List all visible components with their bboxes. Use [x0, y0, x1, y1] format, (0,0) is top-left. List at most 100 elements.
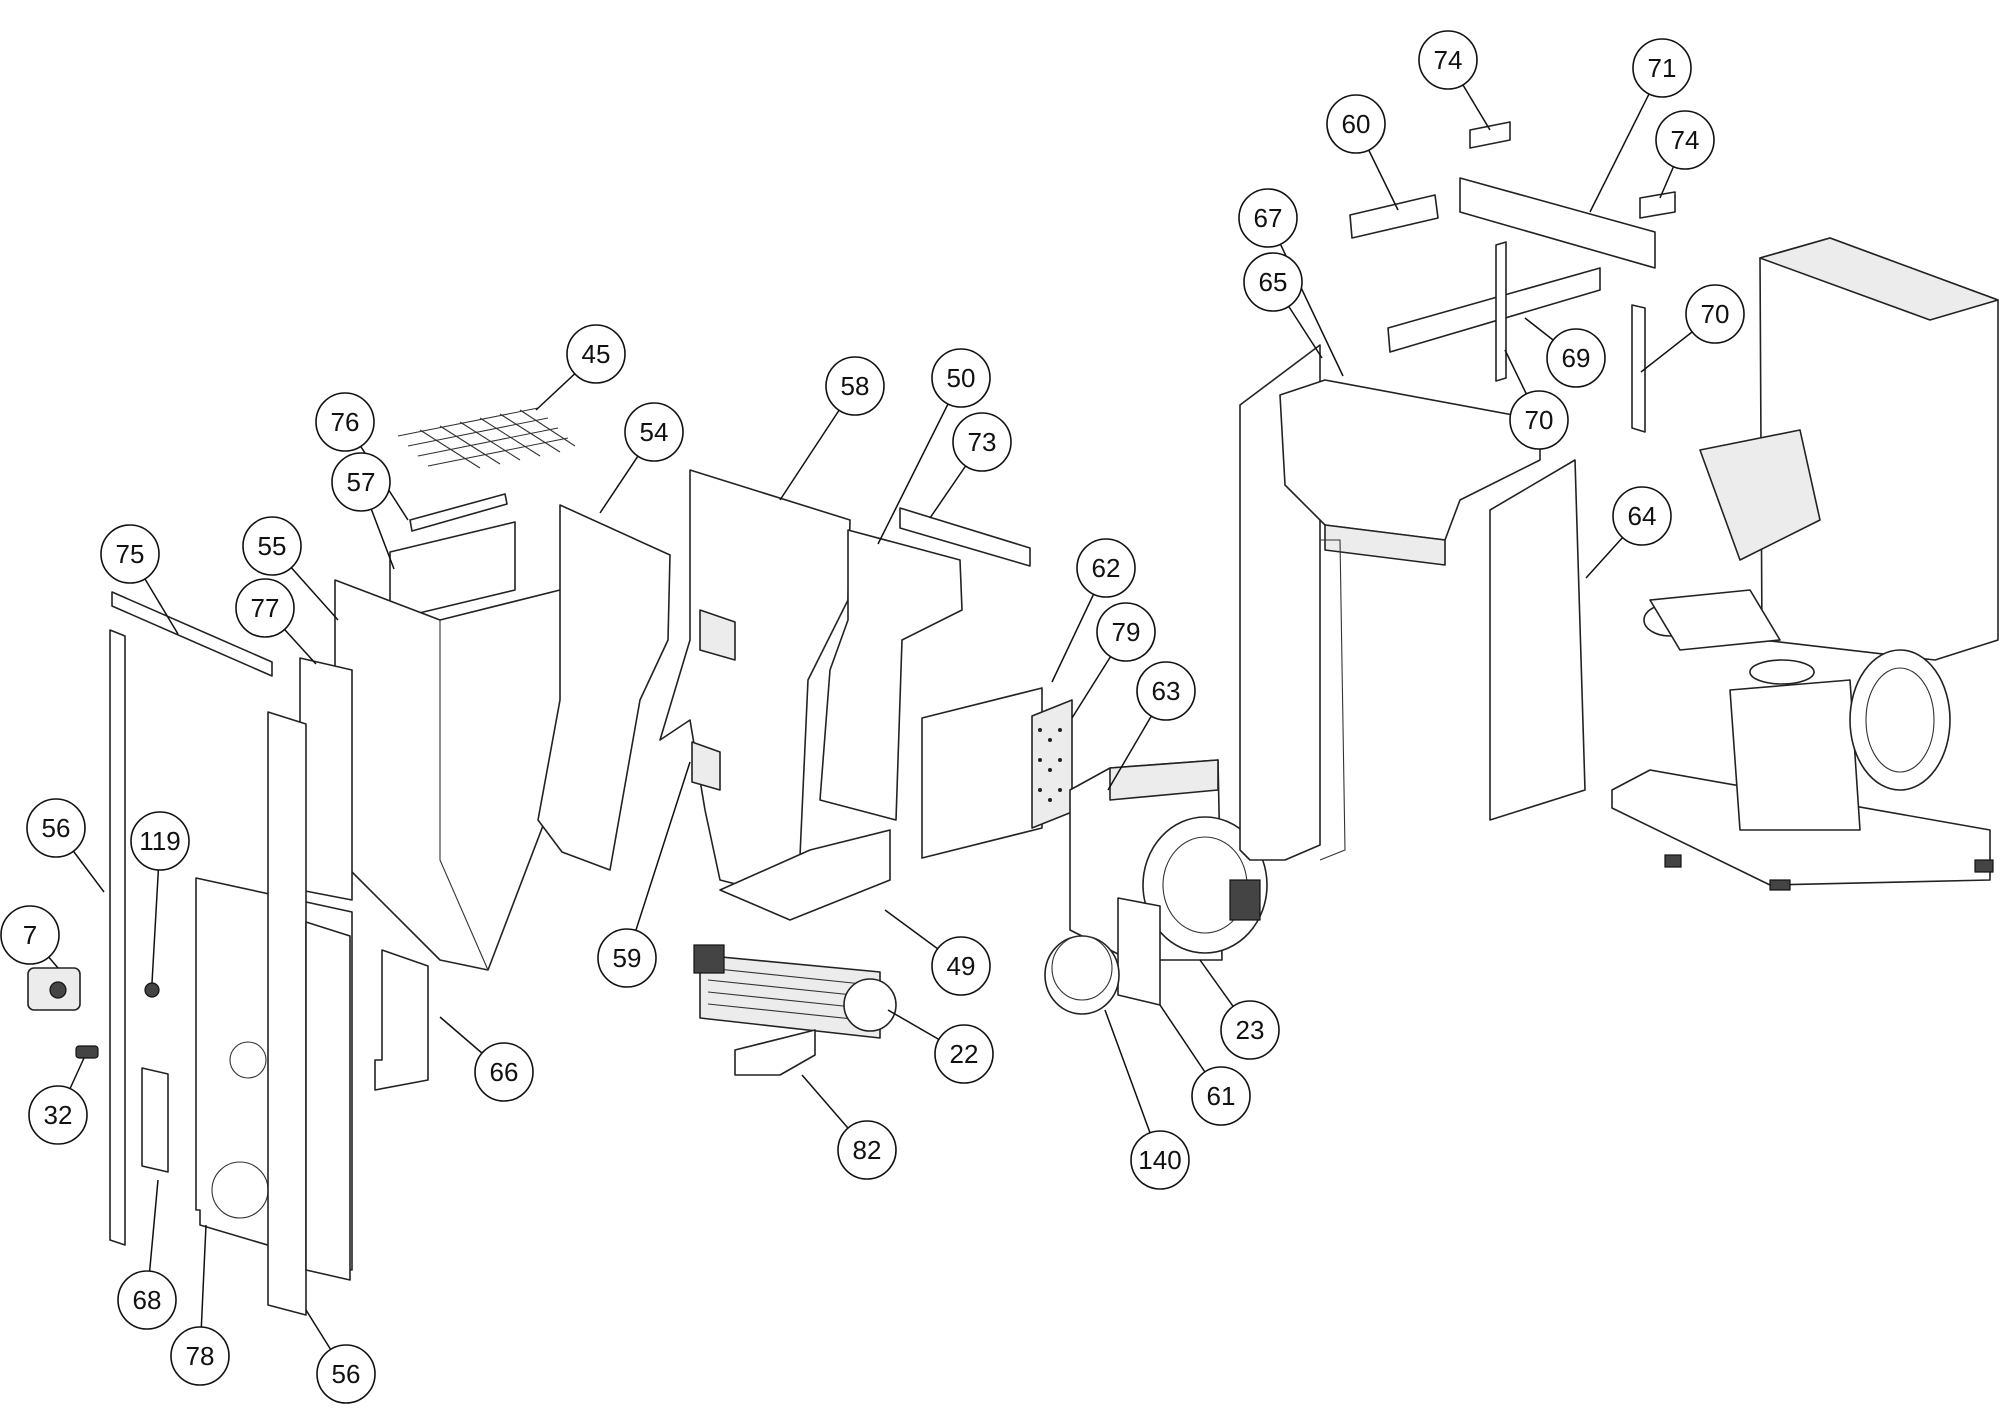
callout-77: 77	[235, 578, 295, 638]
part-plate-62	[921, 687, 1043, 859]
callout-23: 23	[1220, 1000, 1280, 1060]
callout-65: 65	[1243, 252, 1303, 312]
callout-50: 50	[931, 348, 991, 408]
callout-circle	[1509, 390, 1569, 450]
callout-circle	[1136, 661, 1196, 721]
part-panel-54	[537, 504, 671, 871]
callout-67: 67	[1238, 188, 1298, 248]
callout-label: 64	[1628, 501, 1657, 531]
part-bracket-74-right	[1639, 191, 1676, 219]
callout-70: 70	[1509, 390, 1569, 450]
callout-label: 69	[1562, 343, 1591, 373]
callout-61: 61	[1191, 1066, 1251, 1126]
callout-57: 57	[331, 452, 391, 512]
callout-label: 75	[116, 539, 145, 569]
callout-55: 55	[242, 516, 302, 576]
part-rail-56-right	[267, 711, 307, 1316]
callout-circle	[952, 412, 1012, 472]
callout-79: 79	[1096, 602, 1156, 662]
callout-label: 23	[1236, 1015, 1265, 1045]
callout-label: 78	[186, 1341, 215, 1371]
part-deflector-49	[719, 829, 891, 921]
callout-label: 77	[251, 593, 280, 623]
callout-label: 57	[347, 467, 376, 497]
part-panel-77	[299, 657, 353, 901]
callout-circle	[1418, 30, 1478, 90]
part-cover-67	[1279, 379, 1541, 566]
callout-label: 79	[1112, 617, 1141, 647]
callout-circle	[1632, 38, 1692, 98]
callout-circle	[1546, 328, 1606, 388]
part-pressure-switch	[27, 967, 81, 1011]
part-bracket-76	[409, 493, 508, 532]
part-cup-140	[1044, 935, 1120, 1015]
callout-label: 50	[947, 363, 976, 393]
part-bracket-74-top	[1469, 121, 1511, 149]
part-bracket-66	[374, 949, 429, 1091]
callout-82: 82	[837, 1120, 897, 1180]
callout-label: 70	[1701, 299, 1730, 329]
callout-32: 32	[28, 1085, 88, 1145]
part-panel-64	[1489, 459, 1586, 821]
callout-circle	[1220, 1000, 1280, 1060]
callout-label: 67	[1254, 203, 1283, 233]
callout-56: 56	[316, 1344, 376, 1404]
part-stand-82	[734, 1029, 816, 1076]
callout-label: 55	[258, 531, 287, 561]
callout-64: 64	[1612, 486, 1672, 546]
callout-68: 68	[117, 1270, 177, 1330]
callout-label: 119	[139, 826, 180, 856]
part-rail-70-center	[1495, 241, 1507, 382]
callout-circle	[825, 356, 885, 416]
part-stove-assembly	[1611, 237, 1999, 891]
callout-circle	[117, 1270, 177, 1330]
callout-circle	[597, 928, 657, 988]
callout-label: 59	[613, 943, 642, 973]
callout-circle	[474, 1042, 534, 1102]
callout-circle	[1612, 486, 1672, 546]
part-fan-22	[693, 944, 897, 1039]
part-grate	[397, 407, 576, 469]
callout-label: 74	[1671, 125, 1700, 155]
callout-label: 58	[841, 371, 870, 401]
callout-label: 54	[640, 417, 669, 447]
callout-circle	[26, 798, 86, 858]
callout-66: 66	[474, 1042, 534, 1102]
callout-119: 119	[130, 811, 190, 871]
callout-label: 56	[42, 813, 71, 843]
callout-label: 56	[332, 1359, 361, 1389]
callout-label: 73	[968, 427, 997, 457]
callout-label: 76	[331, 407, 360, 437]
callout-74: 74	[1655, 110, 1715, 170]
callout-circle	[331, 452, 391, 512]
callout-circle	[1685, 284, 1745, 344]
callout-circle	[1191, 1066, 1251, 1126]
callout-78: 78	[170, 1326, 230, 1386]
callout-circle	[0, 905, 60, 965]
callout-circle	[624, 402, 684, 462]
callout-label: 49	[947, 951, 976, 981]
part-beam-71	[1459, 177, 1656, 269]
callout-circle	[315, 392, 375, 452]
part-nut-119	[144, 982, 160, 998]
callout-label: 68	[133, 1285, 162, 1315]
callout-140: 140	[1130, 1130, 1190, 1190]
callout-circle	[28, 1085, 88, 1145]
callout-label: 140	[1138, 1145, 1181, 1175]
callout-7: 7	[0, 905, 60, 965]
callout-74: 74	[1418, 30, 1478, 90]
part-bracket-60	[1349, 194, 1439, 239]
callout-75: 75	[100, 524, 160, 584]
callout-58: 58	[825, 356, 885, 416]
callout-label: 66	[490, 1057, 519, 1087]
part-rail-70-right	[1631, 304, 1646, 433]
part-panel-58	[659, 469, 851, 901]
callout-circle	[316, 1344, 376, 1404]
callout-label: 71	[1648, 53, 1677, 83]
part-strip-75	[111, 591, 273, 677]
callout-56: 56	[26, 798, 86, 858]
callout-label: 63	[1152, 676, 1181, 706]
callout-label: 65	[1259, 267, 1288, 297]
